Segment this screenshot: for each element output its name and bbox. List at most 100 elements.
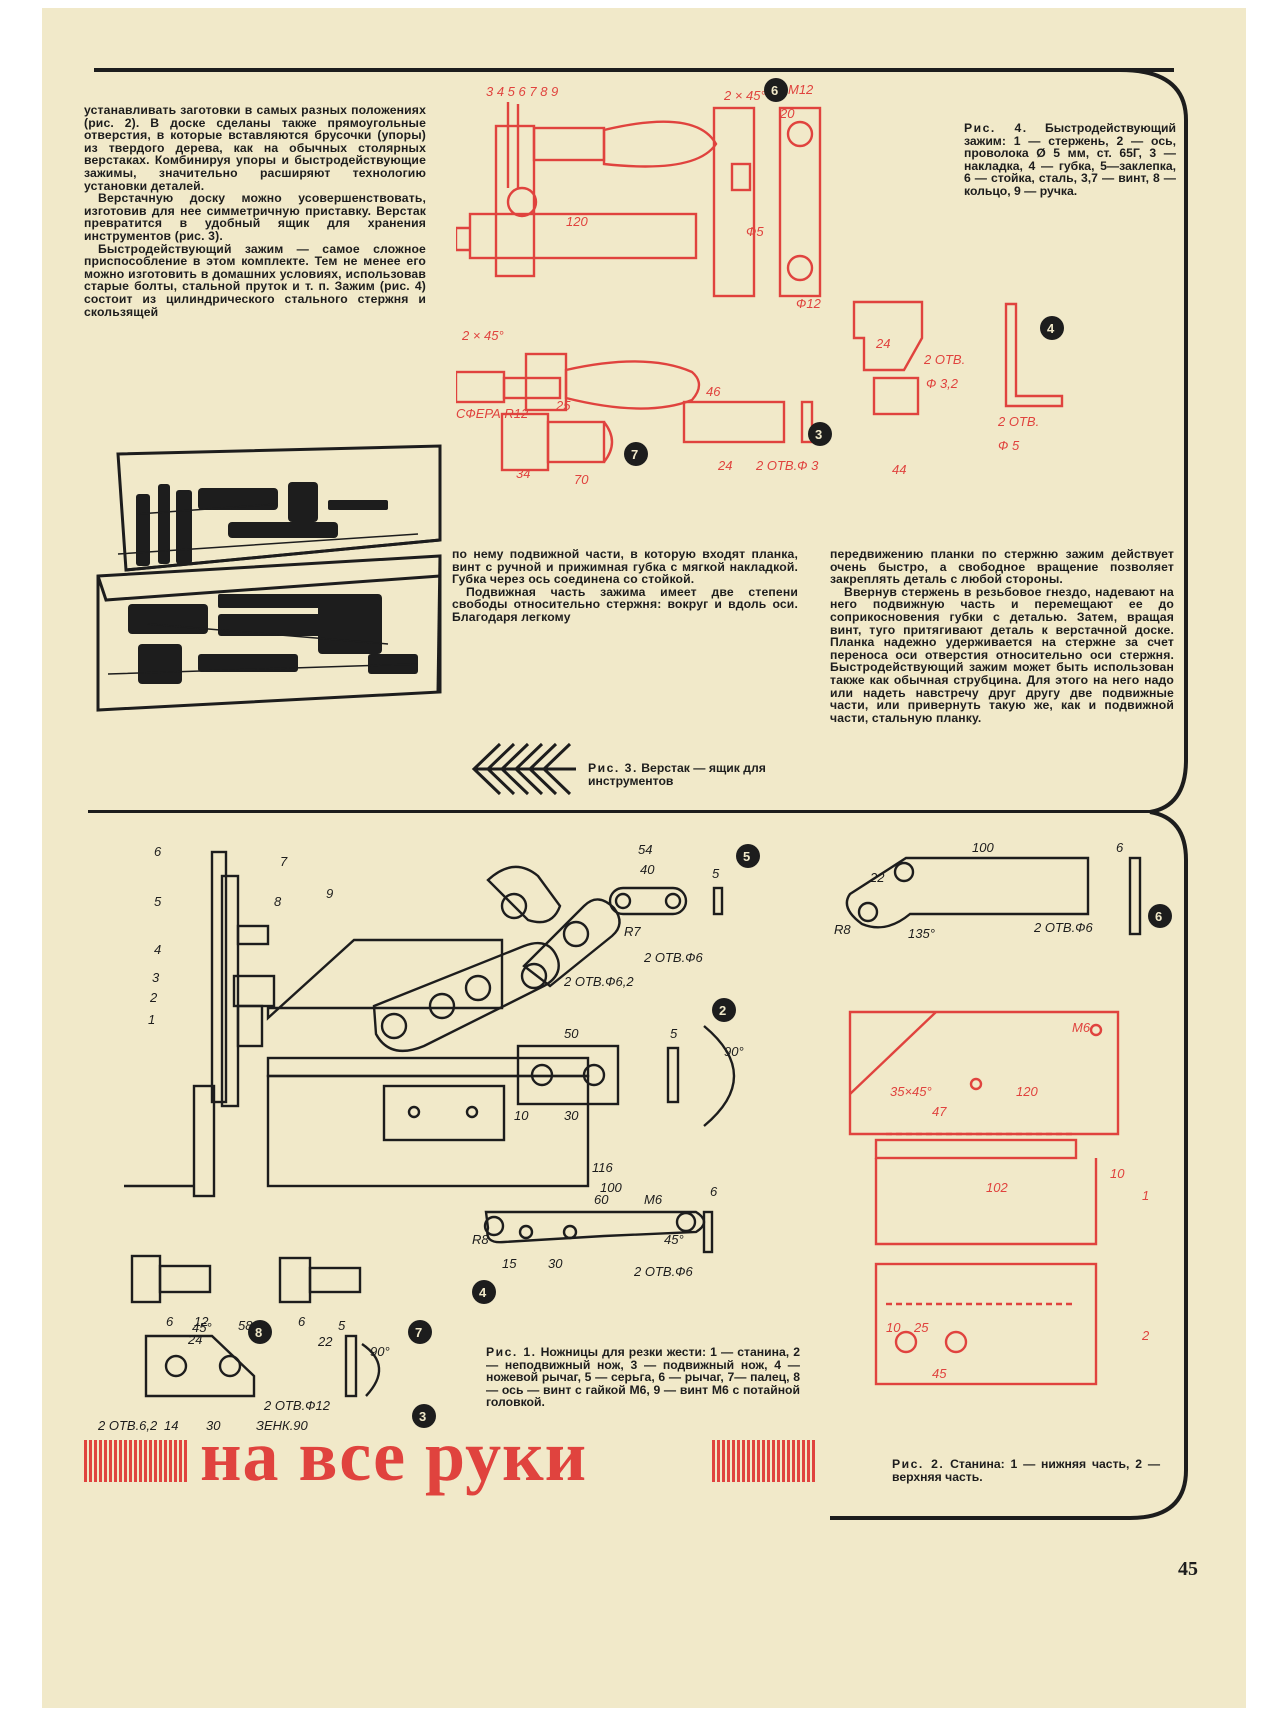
- svg-text:35×45°: 35×45°: [890, 1084, 932, 1099]
- svg-text:1: 1: [1142, 1188, 1149, 1203]
- fig2-caption-text: Станина: 1 — нижняя часть, 2 — верхняя ч…: [892, 1457, 1161, 1484]
- svg-text:70: 70: [574, 472, 589, 487]
- svg-text:34: 34: [516, 466, 530, 481]
- paragraph: по нему подвижной части, в которую входя…: [452, 547, 798, 587]
- svg-text:6: 6: [298, 1314, 306, 1329]
- svg-text:22: 22: [869, 870, 885, 885]
- svg-text:5: 5: [154, 894, 162, 909]
- fig2-caption-lead: Рис. 2.: [892, 1457, 945, 1471]
- fig4-caption-text: Быстродействующий зажим: 1 — стержень, 2…: [964, 121, 1176, 198]
- paragraph: Быстродействующий зажим — самое сложное …: [84, 241, 426, 319]
- svg-text:6: 6: [771, 83, 778, 98]
- svg-text:10: 10: [514, 1108, 529, 1123]
- title-stripe-left: [84, 1440, 188, 1482]
- svg-text:90°: 90°: [724, 1044, 744, 1059]
- svg-text:120: 120: [1016, 1084, 1038, 1099]
- svg-text:45: 45: [932, 1366, 947, 1381]
- paragraph: передвижению планки по стержню зажим дей…: [830, 547, 1174, 587]
- svg-text:30: 30: [206, 1418, 221, 1433]
- svg-text:2 × 45°: 2 × 45°: [723, 88, 766, 103]
- svg-text:45°: 45°: [192, 1320, 212, 1335]
- fig1-caption-lead: Рис. 1.: [486, 1345, 537, 1359]
- svg-text:7: 7: [631, 447, 638, 462]
- svg-text:24: 24: [717, 458, 732, 473]
- svg-text:2 ОТВ.Ф6: 2 ОТВ.Ф6: [643, 950, 704, 965]
- svg-text:3: 3: [815, 427, 822, 442]
- svg-text:20: 20: [779, 106, 795, 121]
- svg-text:46: 46: [706, 384, 721, 399]
- paragraph: Ввернув стержень в резьбовое гнездо, над…: [830, 584, 1174, 725]
- svg-text:Ф 3,2: Ф 3,2: [926, 376, 959, 391]
- svg-text:ЗЕНК.90: ЗЕНК.90: [256, 1418, 309, 1433]
- svg-text:90°: 90°: [370, 1344, 390, 1359]
- svg-text:5: 5: [338, 1318, 346, 1333]
- svg-text:22: 22: [317, 1334, 333, 1349]
- svg-text:2: 2: [1141, 1328, 1150, 1343]
- svg-text:60: 60: [594, 1192, 609, 1207]
- svg-text:2 ОТВ.Ф 3: 2 ОТВ.Ф 3: [755, 458, 819, 473]
- svg-text:СФЕРА R12: СФЕРА R12: [456, 406, 529, 421]
- svg-text:47: 47: [932, 1104, 947, 1119]
- fig4-clamp-drawing: 3 4 5 6 7 8 9 120 2 × 45° М12 20 М12 2 ×…: [456, 78, 1064, 487]
- svg-text:7: 7: [280, 854, 288, 869]
- svg-text:7: 7: [415, 1325, 422, 1340]
- fig2-caption: Рис. 2. Станина: 1 — нижняя часть, 2 — в…: [892, 1458, 1160, 1483]
- svg-text:Ф5: Ф5: [746, 224, 764, 239]
- fig4-caption-lead: Рис. 4.: [964, 121, 1028, 135]
- title-stripe-right: [712, 1440, 816, 1482]
- svg-text:5: 5: [670, 1026, 678, 1041]
- svg-text:15: 15: [502, 1256, 517, 1271]
- svg-text:54: 54: [638, 842, 652, 857]
- svg-text:2 ОТВ.: 2 ОТВ.: [997, 414, 1039, 429]
- svg-text:6: 6: [1155, 909, 1162, 924]
- svg-text:10: 10: [886, 1320, 901, 1335]
- svg-text:100: 100: [972, 840, 994, 855]
- middle-rule: [88, 810, 1154, 813]
- svg-text:5: 5: [743, 849, 750, 864]
- svg-text:М12: М12: [788, 82, 814, 97]
- fig3-toolbox-illustration: [96, 444, 442, 712]
- svg-text:6: 6: [166, 1314, 174, 1329]
- svg-text:24: 24: [187, 1332, 202, 1347]
- svg-text:3 4 5 6 7 8 9: 3 4 5 6 7 8 9: [486, 84, 558, 99]
- paragraph: устанавливать заготовки в самых разных п…: [84, 103, 426, 193]
- svg-text:30: 30: [548, 1256, 563, 1271]
- svg-text:2 ОТВ.Ф12: 2 ОТВ.Ф12: [263, 1398, 331, 1413]
- svg-text:М12: М12: [456, 372, 459, 398]
- svg-text:8: 8: [255, 1325, 262, 1340]
- fig4-caption: Рис. 4. Быстродействующий зажим: 1 — сте…: [964, 122, 1176, 198]
- paragraph: Верстачную доску можно усовершенствовать…: [84, 191, 426, 243]
- svg-text:6: 6: [1116, 840, 1124, 855]
- svg-text:44: 44: [892, 462, 906, 477]
- svg-text:102: 102: [986, 1180, 1008, 1195]
- svg-text:120: 120: [566, 214, 588, 229]
- svg-text:135°: 135°: [908, 926, 935, 941]
- svg-text:40: 40: [640, 862, 655, 877]
- svg-text:25: 25: [913, 1320, 929, 1335]
- fig1-caption-text: Ножницы для резки жести: 1 — станина, 2 …: [486, 1345, 800, 1410]
- svg-text:45°: 45°: [664, 1232, 684, 1247]
- svg-text:4: 4: [154, 942, 161, 957]
- svg-text:4: 4: [1047, 321, 1055, 336]
- page-number: 45: [1178, 1558, 1198, 1580]
- svg-text:6: 6: [710, 1184, 718, 1199]
- svg-text:1: 1: [148, 1012, 155, 1027]
- fig1-caption: Рис. 1. Ножницы для резки жести: 1 — ста…: [486, 1346, 800, 1409]
- svg-text:9: 9: [326, 886, 333, 901]
- svg-text:М6: М6: [644, 1192, 663, 1207]
- svg-text:R8: R8: [472, 1232, 489, 1247]
- svg-text:R8: R8: [834, 922, 851, 937]
- svg-text:30: 30: [564, 1108, 579, 1123]
- svg-text:14: 14: [164, 1418, 178, 1433]
- svg-text:2 ОТВ.Ф6: 2 ОТВ.Ф6: [1033, 920, 1094, 935]
- svg-text:8: 8: [274, 894, 282, 909]
- svg-text:2 ОТВ.Ф6: 2 ОТВ.Ф6: [633, 1264, 694, 1279]
- svg-text:Ф 5: Ф 5: [998, 438, 1020, 453]
- svg-text:25: 25: [555, 398, 571, 413]
- section-title: на все руки: [200, 1416, 588, 1496]
- svg-text:2 ОТВ.Ф6,2: 2 ОТВ.Ф6,2: [563, 974, 634, 989]
- svg-text:12: 12: [194, 1314, 209, 1329]
- svg-text:Ф12: Ф12: [796, 296, 822, 311]
